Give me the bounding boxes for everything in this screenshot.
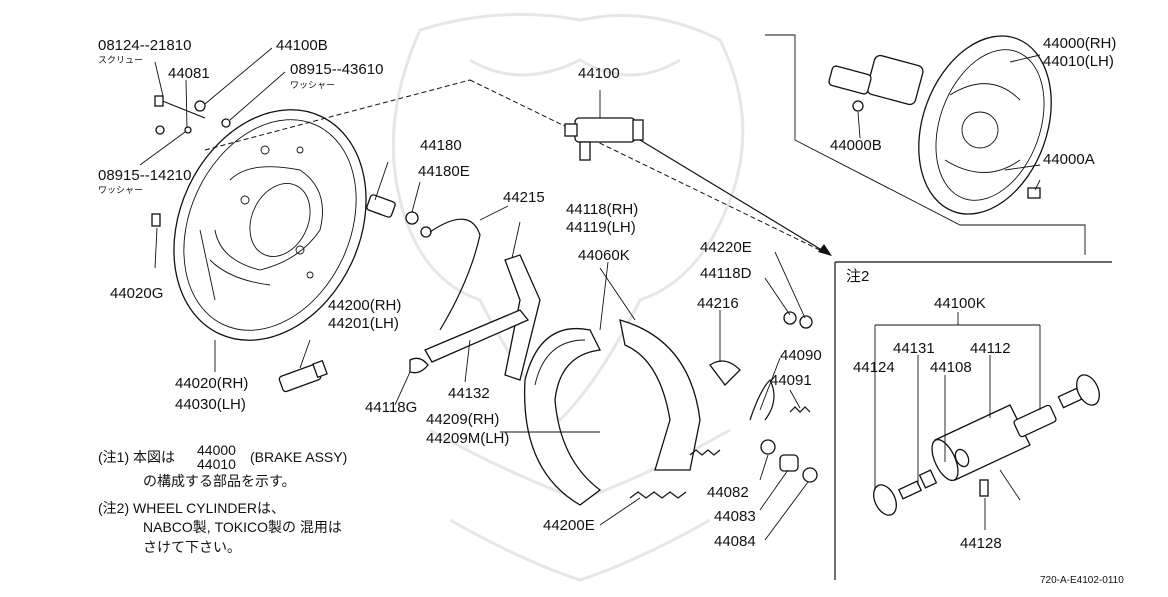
- note1-top-number: 44000: [197, 442, 236, 458]
- callout-44000b: 44000B: [830, 137, 882, 154]
- note1-suffix: (BRAKE ASSY): [250, 449, 347, 465]
- inset-leader-lines: [874, 312, 1041, 530]
- inset-label-44108: 44108: [930, 359, 972, 376]
- brake-assembly-top-right: [765, 34, 1086, 255]
- leader-lines-center: [394, 251, 809, 541]
- brake-shoe-44060k: [523, 261, 701, 506]
- diagram-reference-code: 720-A-E4102-0110: [1040, 575, 1124, 586]
- callout-44118-rh: 44118(RH): [566, 201, 638, 218]
- callout-08915-14210: 08915--14210: [98, 167, 191, 184]
- inset-box: [834, 261, 1112, 580]
- callout-44118g: 44118G: [365, 399, 417, 416]
- callout-44118d: 44118D: [700, 265, 752, 282]
- lever-44118: [409, 221, 541, 381]
- inset-title: 注2: [846, 268, 869, 285]
- callout-screw-kana: スクリュー: [98, 55, 143, 65]
- leader-lines-left: [139, 47, 831, 372]
- adjuster-44180: [366, 161, 432, 238]
- wheel-cylinder-44100: [564, 90, 644, 161]
- note1-prefix: (注1) 本図は: [98, 449, 175, 465]
- callout-44060k: 44060K: [578, 247, 630, 264]
- cable-44215: [429, 205, 509, 331]
- callout-44000a: 44000A: [1043, 151, 1095, 168]
- note1-bottom-number: 44010: [197, 456, 236, 472]
- adjuster-44200: [278, 339, 328, 393]
- springs-group: [629, 311, 818, 499]
- callout-44180e: 44180E: [418, 163, 470, 180]
- screw-washer-group: [151, 95, 231, 227]
- inset-label-44128: 44128: [960, 535, 1002, 552]
- callout-44209-rh: 44209(RH): [426, 411, 499, 428]
- callout-44100: 44100: [578, 65, 620, 82]
- callout-44200-rh: 44200(RH): [328, 297, 401, 314]
- callout-44020-rh: 44020(RH): [175, 375, 248, 392]
- inset-label-44100k: 44100K: [934, 295, 986, 312]
- callout-44201-lh: 44201(LH): [328, 315, 399, 332]
- note2-line2: NABCO製, TOKICO製の 混用は: [143, 519, 342, 535]
- callout-44030-lh: 44030(LH): [175, 396, 246, 413]
- callout-44082: 44082: [707, 484, 749, 501]
- footnotes: (注1) 本図は 44000 44010 (BRAKE ASSY) の構成する部…: [98, 442, 347, 555]
- callout-44091: 44091: [770, 372, 812, 389]
- inset-cylinder-drawing: [873, 374, 1100, 516]
- callout-washer-kana-2: ワッシャー: [98, 185, 143, 195]
- callout-44100b: 44100B: [276, 37, 328, 54]
- note2-line1: (注2) WHEEL CYLINDERは、: [98, 500, 285, 516]
- backing-plate-44020: [173, 109, 367, 341]
- callout-44081: 44081: [168, 65, 210, 82]
- inset-label-44112: 44112: [970, 340, 1011, 357]
- callout-44119-lh: 44119(LH): [566, 219, 636, 236]
- callout-44020g: 44020G: [110, 285, 163, 302]
- callout-44216: 44216: [697, 295, 739, 312]
- callout-44200e: 44200E: [543, 517, 595, 534]
- callout-washer-kana-1: ワッシャー: [290, 80, 335, 90]
- callout-44209m-lh: 44209M(LH): [426, 430, 509, 447]
- callout-08124-21810: 08124--21810: [98, 37, 191, 54]
- callout-44220e: 44220E: [700, 239, 752, 256]
- callout-44132: 44132: [448, 385, 490, 402]
- note1-line2: の構成する部品を示す。: [143, 473, 296, 489]
- callout-08915-43610: 08915--43610: [290, 61, 383, 78]
- inset-label-44131: 44131: [893, 340, 935, 357]
- callout-44000-rh: 44000(RH): [1043, 35, 1116, 52]
- callout-44215: 44215: [503, 189, 545, 206]
- inset-labels: 注2 44100K 44131 44112 44124 44108 44128: [846, 268, 1011, 552]
- callout-44010-lh: 44010(LH): [1043, 53, 1114, 70]
- callout-44090: 44090: [780, 347, 822, 364]
- inset-label-44124: 44124: [853, 359, 895, 376]
- arrow-to-inset: [639, 139, 832, 256]
- callout-44180: 44180: [420, 137, 462, 154]
- callout-44084: 44084: [714, 533, 756, 550]
- callout-labels: 08124--21810 スクリュー 44100B 44081 08915--4…: [98, 35, 1116, 550]
- note2-line3: さけて下さい。: [143, 539, 241, 555]
- callout-44083: 44083: [714, 508, 756, 525]
